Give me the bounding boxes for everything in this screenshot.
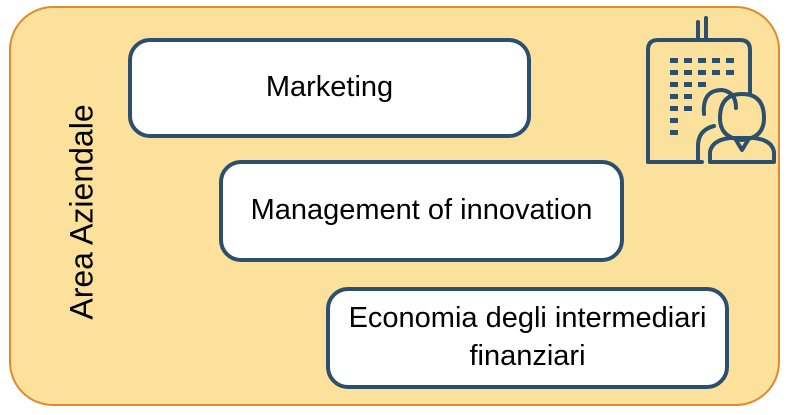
office-building-person-icon	[646, 16, 776, 164]
subject-label: Economia degli intermediari finanziari	[348, 302, 707, 372]
subject-box-economia-intermediari: Economia degli intermediari finanziari	[326, 287, 729, 389]
subject-label: Management of innovation	[250, 194, 593, 227]
subject-box-management-of-innovation: Management of innovation	[219, 160, 624, 262]
subject-box-marketing: Marketing	[128, 38, 531, 138]
area-title: Area Aziendale	[63, 104, 100, 320]
subject-label: Marketing	[265, 71, 394, 104]
